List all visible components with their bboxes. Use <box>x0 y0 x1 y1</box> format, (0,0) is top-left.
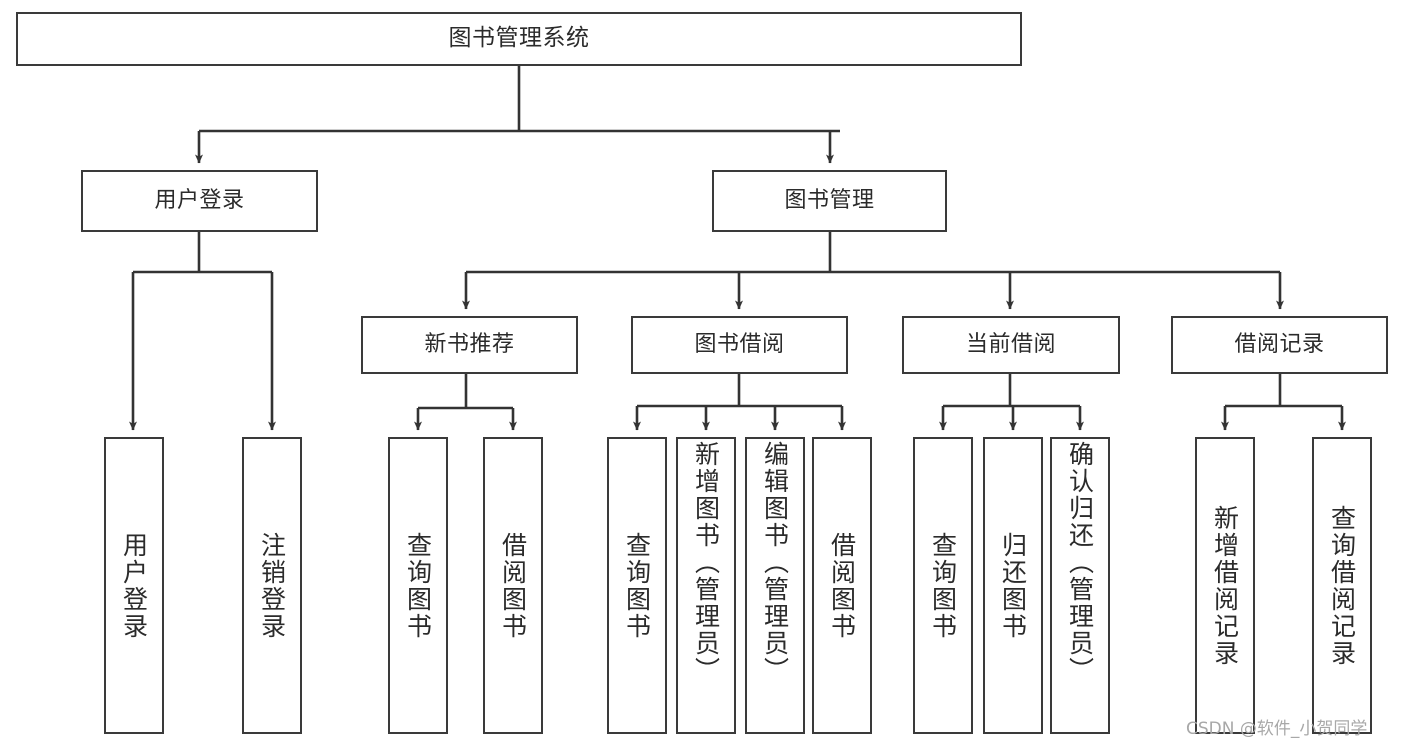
node-label: 图书管理 <box>784 187 875 213</box>
node-label: 用户登录 <box>119 531 149 640</box>
node-label: 确认归还（管理员） <box>1065 441 1095 684</box>
node-label: 用户登录 <box>154 187 245 213</box>
node-leaf-logout[interactable]: 注销登录 <box>242 437 302 734</box>
node-new-book-recommend[interactable]: 新书推荐 <box>361 316 578 374</box>
node-leaf-borrow-books[interactable]: 借阅图书 <box>812 437 872 734</box>
node-leaf-add-book-admin[interactable]: 新增图书（管理员） <box>676 437 736 734</box>
node-book-management[interactable]: 图书管理 <box>712 170 947 232</box>
node-label: 注销登录 <box>257 531 287 640</box>
node-user-login[interactable]: 用户登录 <box>81 170 318 232</box>
watermark-text: CSDN @软件_小贺同学 <box>1186 719 1368 739</box>
node-leaf-borrow-books-recommend[interactable]: 借阅图书 <box>483 437 543 734</box>
node-label: 新增借阅记录 <box>1210 504 1240 667</box>
node-label: 借阅图书 <box>827 531 857 640</box>
node-leaf-user-login[interactable]: 用户登录 <box>104 437 164 734</box>
node-label: 编辑图书（管理员） <box>760 441 790 684</box>
node-current-borrow[interactable]: 当前借阅 <box>902 316 1120 374</box>
node-leaf-confirm-return-admin[interactable]: 确认归还（管理员） <box>1050 437 1110 734</box>
node-label: 新书推荐 <box>424 331 515 357</box>
node-leaf-edit-book-admin[interactable]: 编辑图书（管理员） <box>745 437 805 734</box>
node-leaf-query-books-recommend[interactable]: 查询图书 <box>388 437 448 734</box>
node-root-system[interactable]: 图书管理系统 <box>16 12 1022 66</box>
node-label: 查询图书 <box>928 531 958 640</box>
node-label: 图书管理系统 <box>448 25 590 52</box>
node-label: 当前借阅 <box>965 331 1056 357</box>
node-leaf-query-books-current[interactable]: 查询图书 <box>913 437 973 734</box>
node-label: 查询图书 <box>403 531 433 640</box>
node-label: 新增图书（管理员） <box>691 441 721 684</box>
node-label: 图书借阅 <box>694 331 785 357</box>
node-label: 借阅记录 <box>1234 331 1325 357</box>
node-book-borrow[interactable]: 图书借阅 <box>631 316 848 374</box>
node-leaf-query-borrow-record[interactable]: 查询借阅记录 <box>1312 437 1372 734</box>
node-leaf-add-borrow-record[interactable]: 新增借阅记录 <box>1195 437 1255 734</box>
node-label: 查询图书 <box>622 531 652 640</box>
node-label: 查询借阅记录 <box>1327 504 1357 667</box>
node-label: 借阅图书 <box>498 531 528 640</box>
node-label: 归还图书 <box>998 531 1028 640</box>
node-leaf-return-books[interactable]: 归还图书 <box>983 437 1043 734</box>
node-borrow-record[interactable]: 借阅记录 <box>1171 316 1388 374</box>
node-leaf-query-books-borrow[interactable]: 查询图书 <box>607 437 667 734</box>
